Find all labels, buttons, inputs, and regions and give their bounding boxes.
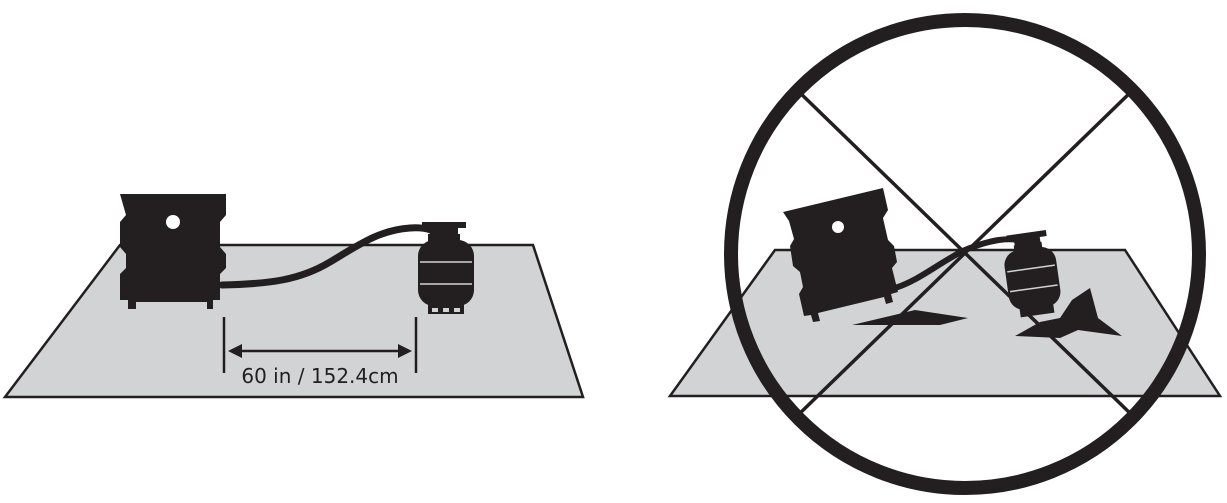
tilted-gas-cylinder [1004,230,1061,318]
uneven-ground-shadow [852,310,968,325]
incorrect-setup-panel [667,13,1223,495]
heater-indicator-icon [166,215,180,229]
heater-unit [120,194,226,309]
prohibition-icon [724,13,1206,495]
clearance-label: 60 in / 152.4cm [241,364,398,388]
arrow-right-icon [398,344,412,358]
connecting-hose [218,224,444,289]
arrow-left-icon [228,344,242,358]
clearance-dimension: 60 in / 152.4cm [222,317,418,388]
gas-cylinder [418,222,474,314]
heater-indicator-icon [832,221,844,233]
tilted-heater-unit [783,188,898,322]
correct-setup-panel: 60 in / 152.4cm [2,194,585,399]
